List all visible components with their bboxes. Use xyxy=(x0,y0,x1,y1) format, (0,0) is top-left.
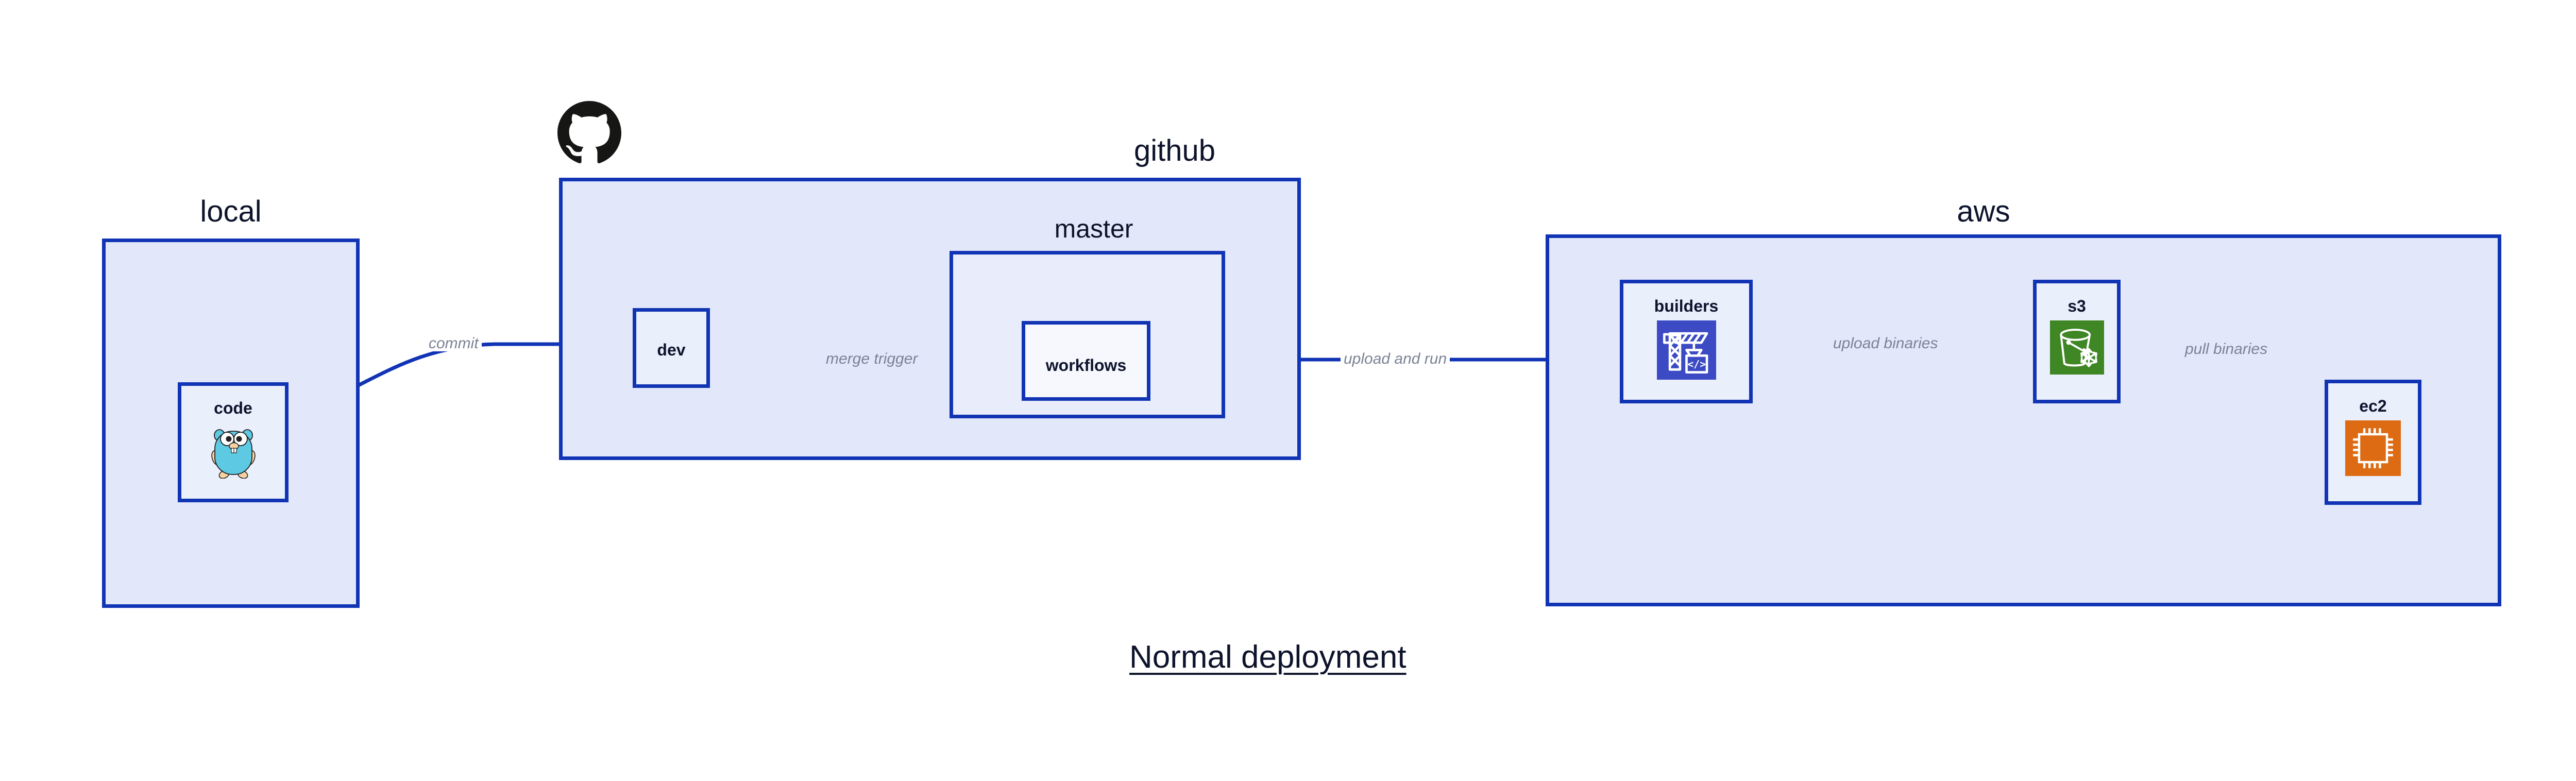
go-gopher-icon xyxy=(181,423,285,479)
github-octocat-icon xyxy=(557,101,621,163)
node-dev[interactable]: dev xyxy=(633,308,710,388)
group-label-aws: aws xyxy=(1957,195,2010,228)
node-dev-label: dev xyxy=(657,341,686,359)
aws-codebuild-icon: </> xyxy=(1623,320,1749,380)
edge-label-upload-binaries: upload binaries xyxy=(1830,336,1941,351)
group-label-local: local xyxy=(200,195,262,228)
aws-ec2-icon xyxy=(2328,420,2418,476)
diagram-title: Normal deployment xyxy=(1129,639,1406,675)
node-s3[interactable]: s3 xyxy=(2033,280,2121,403)
node-builders[interactable]: builders < xyxy=(1620,280,1753,403)
svg-text:</>: </> xyxy=(1687,359,1706,370)
node-ec2[interactable]: ec2 xyxy=(2325,380,2421,505)
aws-s3-glacier-icon xyxy=(2037,320,2117,375)
node-ec2-label: ec2 xyxy=(2359,397,2387,415)
group-label-github: github xyxy=(1133,134,1216,167)
edge-label-upload-and-run: upload and run xyxy=(1341,351,1450,367)
node-builders-label: builders xyxy=(1654,297,1719,315)
edge-label-merge-trigger: merge trigger xyxy=(823,351,921,367)
node-s3-label: s3 xyxy=(2067,297,2086,315)
edge-label-commit: commit xyxy=(426,336,482,351)
node-code-label: code xyxy=(214,399,252,417)
node-code[interactable]: code xyxy=(178,382,289,502)
edge-label-pull-binaries: pull binaries xyxy=(2182,342,2271,357)
group-label-master: master xyxy=(1054,214,1133,243)
node-workflows-label: workflows xyxy=(1045,356,1127,375)
node-workflows[interactable]: workflows xyxy=(1022,321,1150,401)
